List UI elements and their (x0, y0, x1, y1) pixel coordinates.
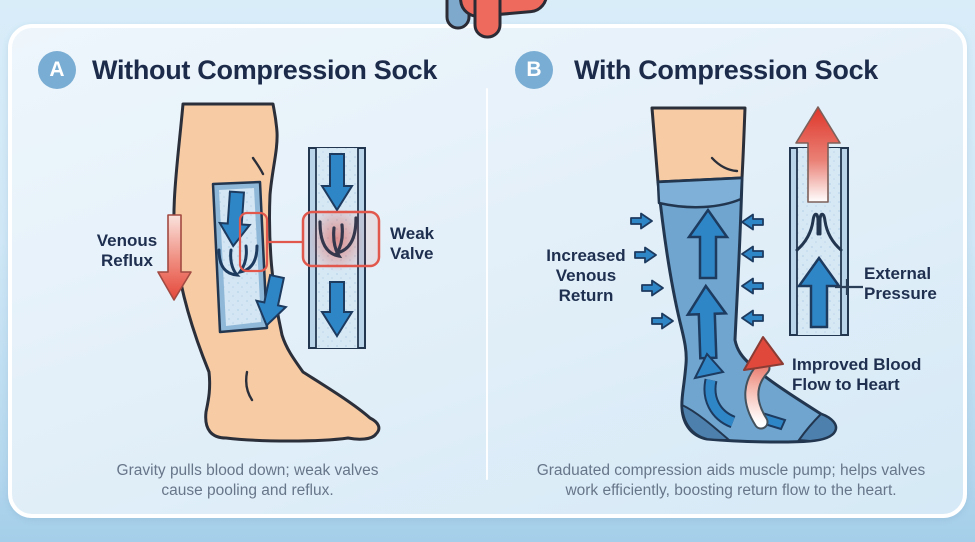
weak-valve-flap-icon (333, 216, 358, 256)
panel-b-illustration (630, 106, 863, 444)
inward-arrow-icon (741, 309, 764, 327)
improved-flow-arrow-icon (743, 336, 784, 430)
up-arrow-icon (693, 352, 725, 380)
open-valve-flap-icon (236, 244, 259, 275)
weak-valve-highlight (238, 210, 381, 273)
vein-external-pressure-detail (789, 106, 863, 336)
venous-reflux-label: Venous Reflux (96, 231, 158, 270)
weak-valve-label: Weak Valve (390, 224, 435, 263)
magnified-vein-weak-valve (308, 147, 366, 349)
inward-arrow-icon (634, 246, 657, 264)
inward-arrow-icon (630, 212, 653, 230)
compression-arrows-right (741, 213, 764, 327)
inward-arrow-icon (641, 279, 664, 297)
closed-valve-flap-icon (818, 212, 843, 252)
closed-valve-flap-icon (795, 212, 820, 252)
down-arrow-icon (217, 190, 252, 248)
panel-a-caption: Gravity pulls blood down; weak valves ca… (116, 462, 379, 500)
sock-cuff (656, 176, 744, 209)
up-arrow-icon (795, 106, 841, 203)
weak-valve-flap-icon (318, 220, 343, 259)
increased-venous-return-label: Increased Venous Return (546, 246, 626, 305)
up-arrow-icon (686, 207, 730, 280)
inward-arrow-icon (741, 245, 764, 263)
inward-arrow-icon (651, 312, 674, 330)
improved-blood-flow-label: Improved Blood Flow to Heart (792, 355, 922, 394)
inward-arrow-icon (741, 213, 764, 231)
up-arrow-icon (685, 283, 729, 360)
panel-a-badge: A (38, 51, 76, 89)
venous-return-arrows (685, 207, 787, 431)
panel-a-illustration (157, 102, 381, 443)
up-arrow-icon (796, 255, 842, 329)
compression-arrows-left (630, 212, 674, 330)
external-pressure-label: External Pressure (864, 264, 937, 303)
sock-toe-patch (797, 412, 837, 443)
open-valve-flap-icon (217, 248, 241, 277)
panel-a-title: Without Compression Sock (92, 55, 438, 85)
down-arrow-icon (254, 273, 288, 328)
heart-icon (445, 0, 548, 39)
panel-b-title: With Compression Sock (574, 55, 879, 85)
sock-heel-patch (680, 403, 732, 442)
panel-b-badge: B (515, 51, 553, 89)
venous-reflux-arrow-icon (157, 214, 192, 301)
down-arrow-icon (320, 281, 354, 338)
down-arrow-icon (320, 153, 354, 212)
inward-arrow-icon (741, 277, 764, 295)
leg-vein-reflux-detail (211, 180, 288, 334)
panel-b-caption: Graduated compression aids muscle pump; … (536, 462, 926, 500)
panel-divider (486, 88, 488, 480)
